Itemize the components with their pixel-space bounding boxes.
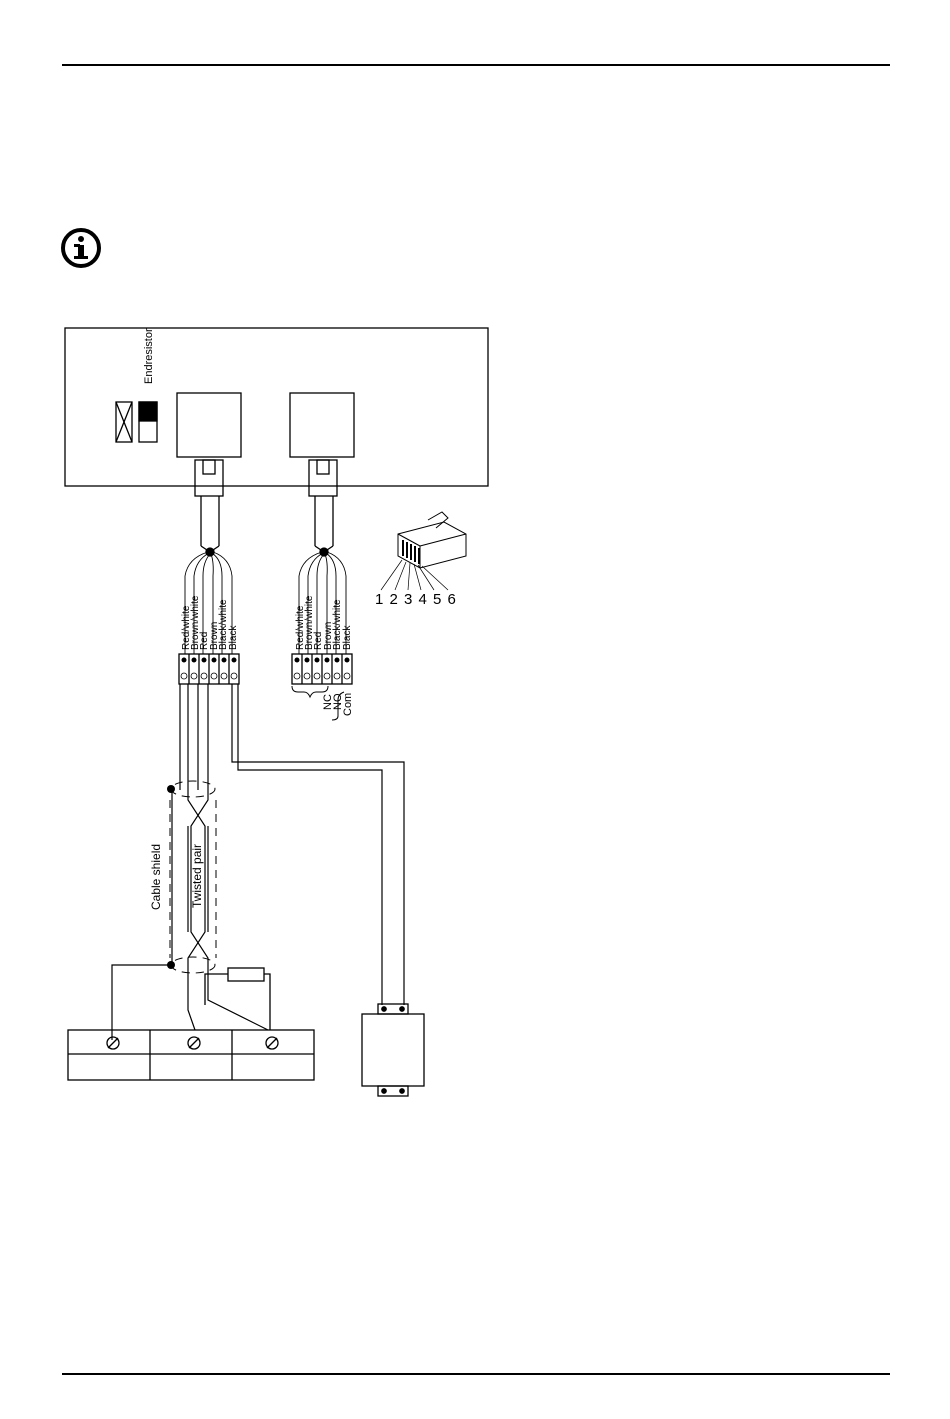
twisted-pair <box>188 790 268 1030</box>
end-resistor-label: Endresistor <box>143 328 155 384</box>
pin-numbers: 1 2 3 4 5 6 <box>375 591 457 608</box>
shield-ground-wire <box>112 965 171 1040</box>
rj12-connector-icon <box>381 512 466 590</box>
socket-left <box>177 393 241 457</box>
controller-unit <box>65 328 488 486</box>
info-icon <box>63 230 99 266</box>
wire-label: Black <box>342 625 353 650</box>
wire-labels-left: Red/white Brown/white Red Brown Black/wh… <box>181 595 239 650</box>
end-resistor-switch <box>116 402 157 442</box>
screw-icon <box>188 1037 200 1049</box>
terminating-resistor <box>205 968 270 1030</box>
terminal-strip-right <box>292 654 352 684</box>
cable-shield-label: Cable shield <box>149 844 163 910</box>
shield-junction-top <box>167 785 175 793</box>
relay-label-com: Com <box>342 693 354 716</box>
wire-fan-left <box>185 552 232 576</box>
wire-label: Black <box>228 625 239 650</box>
terminal-strip-left <box>179 654 239 684</box>
twisted-pair-label: Twisted pair <box>190 844 204 908</box>
plug-left <box>195 460 223 556</box>
wire-labels-right: Red/white Brown/white Red Brown Black/wh… <box>295 595 353 650</box>
wire-fan-right <box>299 552 346 576</box>
screw-icon <box>266 1037 278 1049</box>
screw-icon <box>107 1037 119 1049</box>
socket-right <box>290 393 354 457</box>
plug-right <box>309 460 337 556</box>
output-device <box>362 1004 424 1096</box>
